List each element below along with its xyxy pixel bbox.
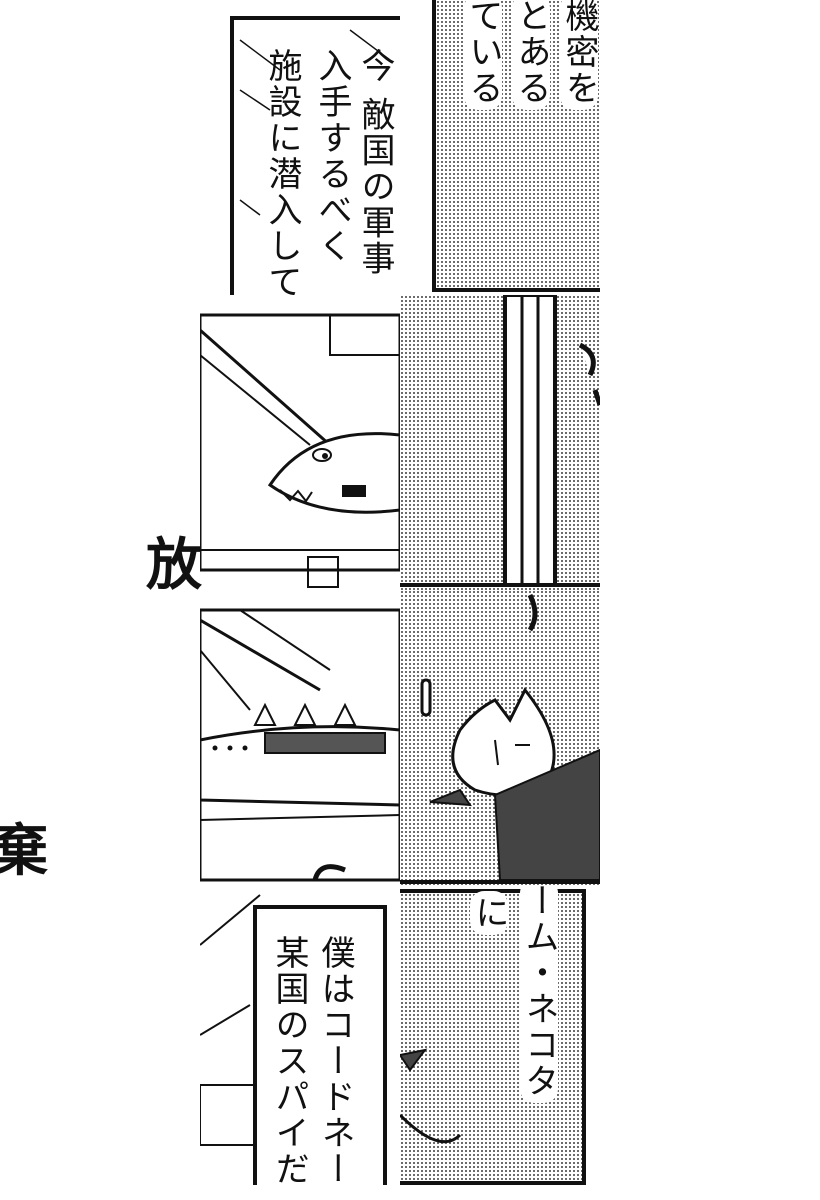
speed-lines — [230, 16, 400, 295]
cat-tail-drawing — [400, 1048, 462, 1144]
panel-fish-machine — [200, 295, 400, 590]
door-lines — [400, 295, 600, 587]
sfx-text-2: 棄 — [0, 819, 48, 884]
narration-line-10: ーム・ネコタ — [519, 885, 559, 1103]
panel-narration-right: 機密を とある ている — [400, 0, 600, 295]
panel-narration-bottom: 僕はコードネー 某国のスパイだ — [200, 885, 400, 1185]
ship-drawing — [200, 608, 400, 882]
narration-line-1: 今 敵国の軍事 — [355, 48, 395, 277]
narration-line-7: 僕はコードネー — [315, 935, 355, 1185]
background-lines — [200, 894, 387, 1185]
sfx-text-1: 放 — [146, 533, 202, 598]
panel-door — [400, 295, 600, 590]
cat-agent-drawing — [400, 593, 600, 884]
narration-line-8: 某国のスパイだ — [269, 935, 309, 1185]
panel-narration-codename: に ーム・ネコタ — [400, 885, 600, 1185]
narration-line-5: とある — [511, 0, 551, 110]
fish-machine-drawing — [200, 313, 400, 588]
panel-cat-agent — [400, 590, 600, 885]
narration-line-2: 入手するべく — [312, 48, 352, 264]
narration-line-3: 施設に潜入して — [262, 48, 302, 295]
narration-line-4: 機密を — [559, 0, 599, 110]
narration-line-9: に — [469, 891, 509, 935]
narration-line-6: ている — [463, 0, 503, 110]
panel-narration-top: 今 敵国の軍事 入手するべく 施設に潜入して — [200, 0, 400, 295]
panel-ship — [200, 590, 400, 885]
